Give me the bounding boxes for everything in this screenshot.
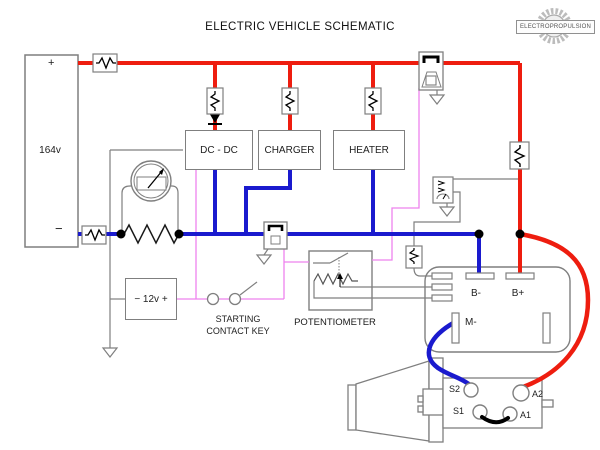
hv-battery-minus-label: −: [55, 221, 63, 236]
starting-key-label-line2: CONTACT KEY: [206, 326, 270, 336]
motor-a1-label: A1: [520, 410, 532, 420]
heater-box: HEATER: [333, 130, 405, 170]
main-contactor-positive: [418, 51, 446, 105]
charger-box: CHARGER: [258, 130, 321, 170]
hv-battery-outline: [24, 54, 79, 248]
fuse-main-positive: [92, 53, 118, 73]
controller-b-plus-label: B+: [511, 288, 525, 299]
motor-a2-label: A2: [532, 389, 544, 399]
fuse-controller-positive: [509, 141, 530, 170]
starting-key-switch: [206, 292, 242, 306]
shunt-resistor: [123, 223, 180, 245]
ground-symbol: [101, 347, 119, 358]
fuse-control-input: [405, 245, 423, 269]
page-title: ELECTRIC VEHICLE SCHEMATIC: [205, 21, 395, 33]
motor-s1-label: S1: [453, 406, 465, 416]
hv-battery-plus-label: +: [48, 57, 55, 69]
ammeter: [130, 160, 172, 202]
control-wires-pink: [175, 88, 420, 300]
hv-battery-voltage-label: 164v: [39, 145, 61, 156]
potentiometer-internals: [313, 252, 358, 287]
interlock-relay: [432, 176, 456, 217]
fuse-main-negative: [81, 225, 107, 245]
motor-terminals: [463, 382, 530, 422]
fuse-charger: [281, 87, 299, 115]
controller-terminals: [431, 272, 551, 344]
dcdc-converter-box: DC - DC: [185, 130, 253, 170]
potentiometer-label: POTENTIOMETER: [294, 317, 376, 328]
fuse-heater: [364, 87, 382, 115]
controller-m-minus-label: M-: [465, 317, 477, 328]
series-jumper: [480, 415, 510, 425]
starting-key-label-line1: STARTING: [215, 314, 261, 324]
junction-dots: [116, 229, 525, 239]
aux-battery-box: − 12v +: [125, 278, 177, 320]
controller-box: [424, 266, 571, 353]
fuse-dcdc: [206, 87, 224, 115]
logo-banner: ELECTROPROPULSION: [516, 20, 595, 34]
motor-s2-label: S2: [449, 384, 461, 394]
controller-b-minus-label: B-: [471, 288, 481, 299]
main-contactor-negative: [255, 221, 288, 265]
